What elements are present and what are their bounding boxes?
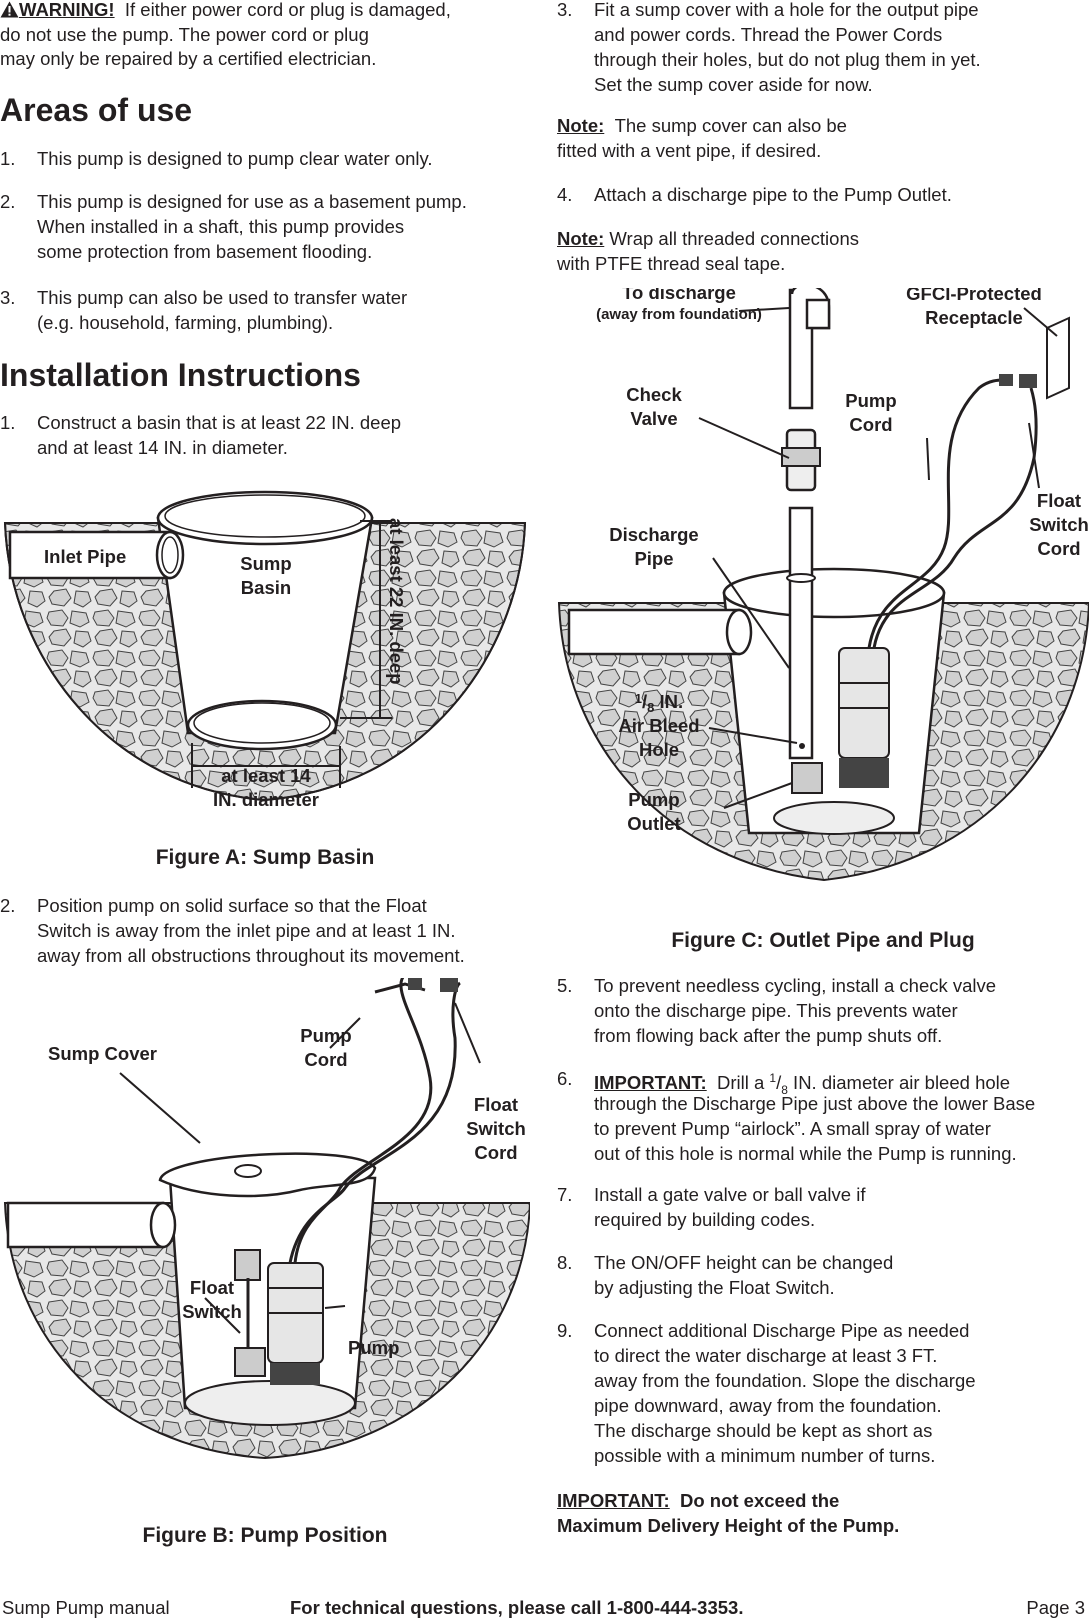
list-number: 6. bbox=[557, 1068, 573, 1089]
label-float-switch-cord-3: Cord bbox=[474, 1142, 517, 1163]
step6-line1: IN. diameter air bleed hole bbox=[787, 1072, 1011, 1094]
footer-page-number: Page 3 bbox=[1026, 1597, 1085, 1618]
label-diameter-1: at least 14 bbox=[221, 765, 311, 786]
label-depth: at least 22 IN. deep bbox=[386, 518, 407, 685]
label-pump-cord-1: Pump bbox=[300, 1025, 351, 1046]
figure-b-pump-position: Sump Cover Pump Cord Float Switch Cord F… bbox=[3, 978, 530, 1460]
list-text: This pump is designed to pump clear wate… bbox=[37, 148, 433, 169]
label-float-switch-cord-1: Float bbox=[1037, 490, 1081, 511]
list-number: 3. bbox=[557, 0, 573, 20]
step6-pre: Drill a bbox=[716, 1072, 770, 1094]
frac-denominator: 8 bbox=[781, 1082, 788, 1097]
label-discharge-pipe-1: Discharge bbox=[609, 524, 698, 545]
list-number: 5. bbox=[557, 975, 573, 996]
list-text: This pump can also be used to transfer w… bbox=[37, 287, 408, 333]
label-pump-cord-2: Cord bbox=[849, 414, 892, 435]
note-2: Note: Wrap all threaded connections with… bbox=[557, 226, 859, 276]
label-to-discharge-1: To discharge bbox=[622, 288, 736, 303]
note-label: Note: bbox=[557, 115, 605, 136]
label-gfci-2: Receptacle bbox=[925, 307, 1023, 328]
list-text: through the Discharge Pipe just above th… bbox=[594, 1093, 1036, 1164]
label-float-switch-cord-2: Switch bbox=[466, 1118, 526, 1139]
list-number: 9. bbox=[557, 1320, 573, 1341]
note-text: with PTFE thread seal tape. bbox=[557, 253, 786, 274]
list-text: Install a gate valve or ball valve if re… bbox=[594, 1184, 866, 1230]
final-important: IMPORTANT: Do not exceed the Maximum Del… bbox=[557, 1488, 899, 1538]
list-number: 2. bbox=[0, 895, 16, 916]
list-number: 2. bbox=[0, 191, 16, 212]
label-float-switch-cord-2: Switch bbox=[1029, 514, 1089, 535]
warning-triangle-icon bbox=[0, 1, 19, 18]
label-pump-outlet-2: Outlet bbox=[627, 813, 680, 834]
list-number: 1. bbox=[0, 148, 16, 169]
frac-numerator: 1 bbox=[769, 1071, 777, 1085]
label-pump-cord-1: Pump bbox=[845, 390, 896, 411]
list-number: 1. bbox=[0, 412, 16, 433]
label-sump-cover: Sump Cover bbox=[48, 1043, 157, 1064]
list-number: 3. bbox=[0, 287, 16, 308]
label-pump: Pump bbox=[348, 1337, 399, 1358]
list-text: IMPORTANT: Drill a 1/8 IN. diameter air … bbox=[594, 1071, 1011, 1097]
list-number: 4. bbox=[557, 184, 573, 205]
note-1: Note: The sump cover can also be fitted … bbox=[557, 113, 847, 163]
warning-line2: do not use the pump. The power cord or p… bbox=[0, 24, 369, 45]
list-text: Connect additional Discharge Pipe as nee… bbox=[594, 1320, 976, 1466]
list-number: 7. bbox=[557, 1184, 573, 1205]
list-text: The ON/OFF height can be changed by adju… bbox=[594, 1252, 894, 1298]
warning-line1: If either power cord or plug is damaged, bbox=[124, 0, 451, 20]
label-float-switch-1: Float bbox=[190, 1277, 234, 1298]
footer-left: Sump Pump manual bbox=[2, 1597, 170, 1618]
list-number: 8. bbox=[557, 1252, 573, 1273]
warning-label: WARNING! bbox=[19, 0, 115, 20]
label-to-discharge-2: (away from foundation) bbox=[596, 306, 762, 323]
figure-b-caption: Figure B: Pump Position bbox=[142, 1524, 388, 1547]
label-air-bleed-1: 1/8 IN. bbox=[635, 691, 683, 715]
label-check-valve-2: Valve bbox=[630, 408, 677, 429]
label-discharge-pipe-2: Pipe bbox=[634, 548, 673, 569]
label-check-valve-1: Check bbox=[626, 384, 682, 405]
label-pump-cord-2: Cord bbox=[304, 1049, 347, 1070]
important-text: Do not exceed the bbox=[679, 1490, 840, 1511]
label-air-bleed-3: Hole bbox=[639, 739, 679, 760]
note-text: Wrap all threaded connections bbox=[609, 228, 859, 249]
important-label: IMPORTANT: bbox=[557, 1490, 670, 1511]
label-gfci-1: GFCI-Protected bbox=[906, 288, 1042, 304]
list-text: Attach a discharge pipe to the Pump Outl… bbox=[594, 184, 952, 205]
label-sump-basin-2: Basin bbox=[241, 577, 291, 598]
figure-a-sump-basin: Inlet Pipe Sump Basin at least 22 IN. de… bbox=[3, 490, 527, 810]
footer-center: For technical questions, please call 1-8… bbox=[290, 1597, 744, 1618]
label-float-switch-cord-1: Float bbox=[474, 1094, 518, 1115]
figure-c-outlet-pipe-plug: To discharge (away from foundation) GFCI… bbox=[557, 288, 1089, 882]
label-float-switch-cord-3: Cord bbox=[1037, 538, 1080, 559]
figure-a-caption: Figure A: Sump Basin bbox=[155, 846, 375, 869]
install-heading: Installation Instructions bbox=[0, 357, 361, 393]
note-text: The sump cover can also be bbox=[614, 115, 847, 136]
important-label: IMPORTANT: bbox=[594, 1072, 707, 1094]
note-label: Note: bbox=[557, 228, 605, 249]
areas-heading: Areas of use bbox=[0, 92, 193, 128]
label-pump-outlet-1: Pump bbox=[628, 789, 679, 810]
label-sump-basin-1: Sump bbox=[240, 553, 291, 574]
list-text: To prevent needless cycling, install a c… bbox=[594, 975, 997, 1046]
list-text: Fit a sump cover with a hole for the out… bbox=[594, 0, 981, 95]
figure-c-caption: Figure C: Outlet Pipe and Plug bbox=[671, 929, 975, 952]
label-inlet-pipe: Inlet Pipe bbox=[44, 546, 126, 567]
list-text: This pump is designed for use as a basem… bbox=[37, 191, 467, 262]
label-diameter-2: IN. diameter bbox=[213, 789, 319, 810]
note-text: fitted with a vent pipe, if desired. bbox=[557, 140, 822, 161]
label-float-switch-2: Switch bbox=[182, 1301, 242, 1322]
list-text: Position pump on solid surface so that t… bbox=[37, 895, 465, 966]
important-text: Maximum Delivery Height of the Pump. bbox=[557, 1515, 900, 1536]
warning-line3: may only be repaired by a certified elec… bbox=[0, 48, 377, 69]
label-air-bleed-2: Air Bleed bbox=[618, 715, 699, 736]
list-text: Construct a basin that is at least 22 IN… bbox=[37, 412, 402, 458]
